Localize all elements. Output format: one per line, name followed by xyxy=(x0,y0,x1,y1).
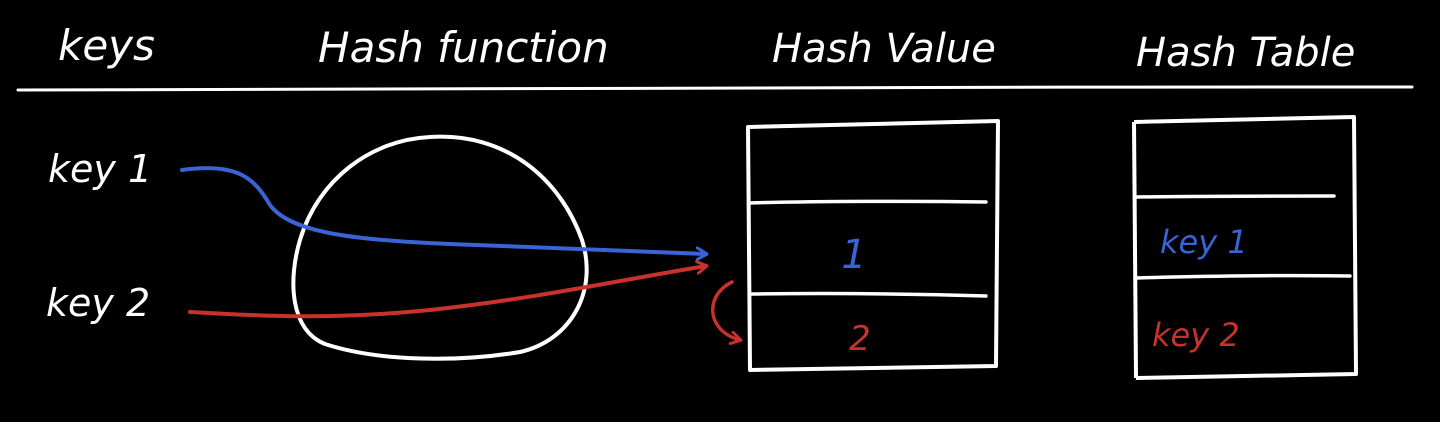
hash-table: key 1 key 2 xyxy=(1132,115,1358,380)
hash-table-cell: key 2 xyxy=(1152,316,1240,354)
hash-value-cell: 2 xyxy=(849,319,871,359)
header-hash-table: Hash Table xyxy=(1136,30,1355,76)
hash-value-table: 1 2 xyxy=(746,119,1000,372)
key-1-mapping-arrow xyxy=(180,166,706,254)
hash-table-row-divider xyxy=(1134,194,1336,199)
header-hash-function: Hash function xyxy=(318,23,609,72)
hash-table-frame xyxy=(1132,121,1138,379)
header-keys: keys xyxy=(58,21,155,70)
header-hash-value: Hash Value xyxy=(772,26,996,72)
hash-table-row-divider xyxy=(1134,273,1352,280)
header-divider xyxy=(16,85,1414,92)
input-key-2: key 2 xyxy=(46,281,150,325)
collision-redirect-arrow xyxy=(711,280,740,340)
hash-value-row-divider xyxy=(748,291,988,298)
key-2-mapping-arrow xyxy=(188,266,706,319)
hash-value-cell: 1 xyxy=(841,232,866,278)
hash-table-frame xyxy=(1133,115,1358,380)
hash-value-row-divider xyxy=(748,199,988,205)
hash-value-table-frame xyxy=(746,119,1000,372)
input-key-1: key 1 xyxy=(48,147,152,191)
hash-function-shape xyxy=(291,134,589,361)
hash-table-cell: key 1 xyxy=(1160,223,1248,261)
